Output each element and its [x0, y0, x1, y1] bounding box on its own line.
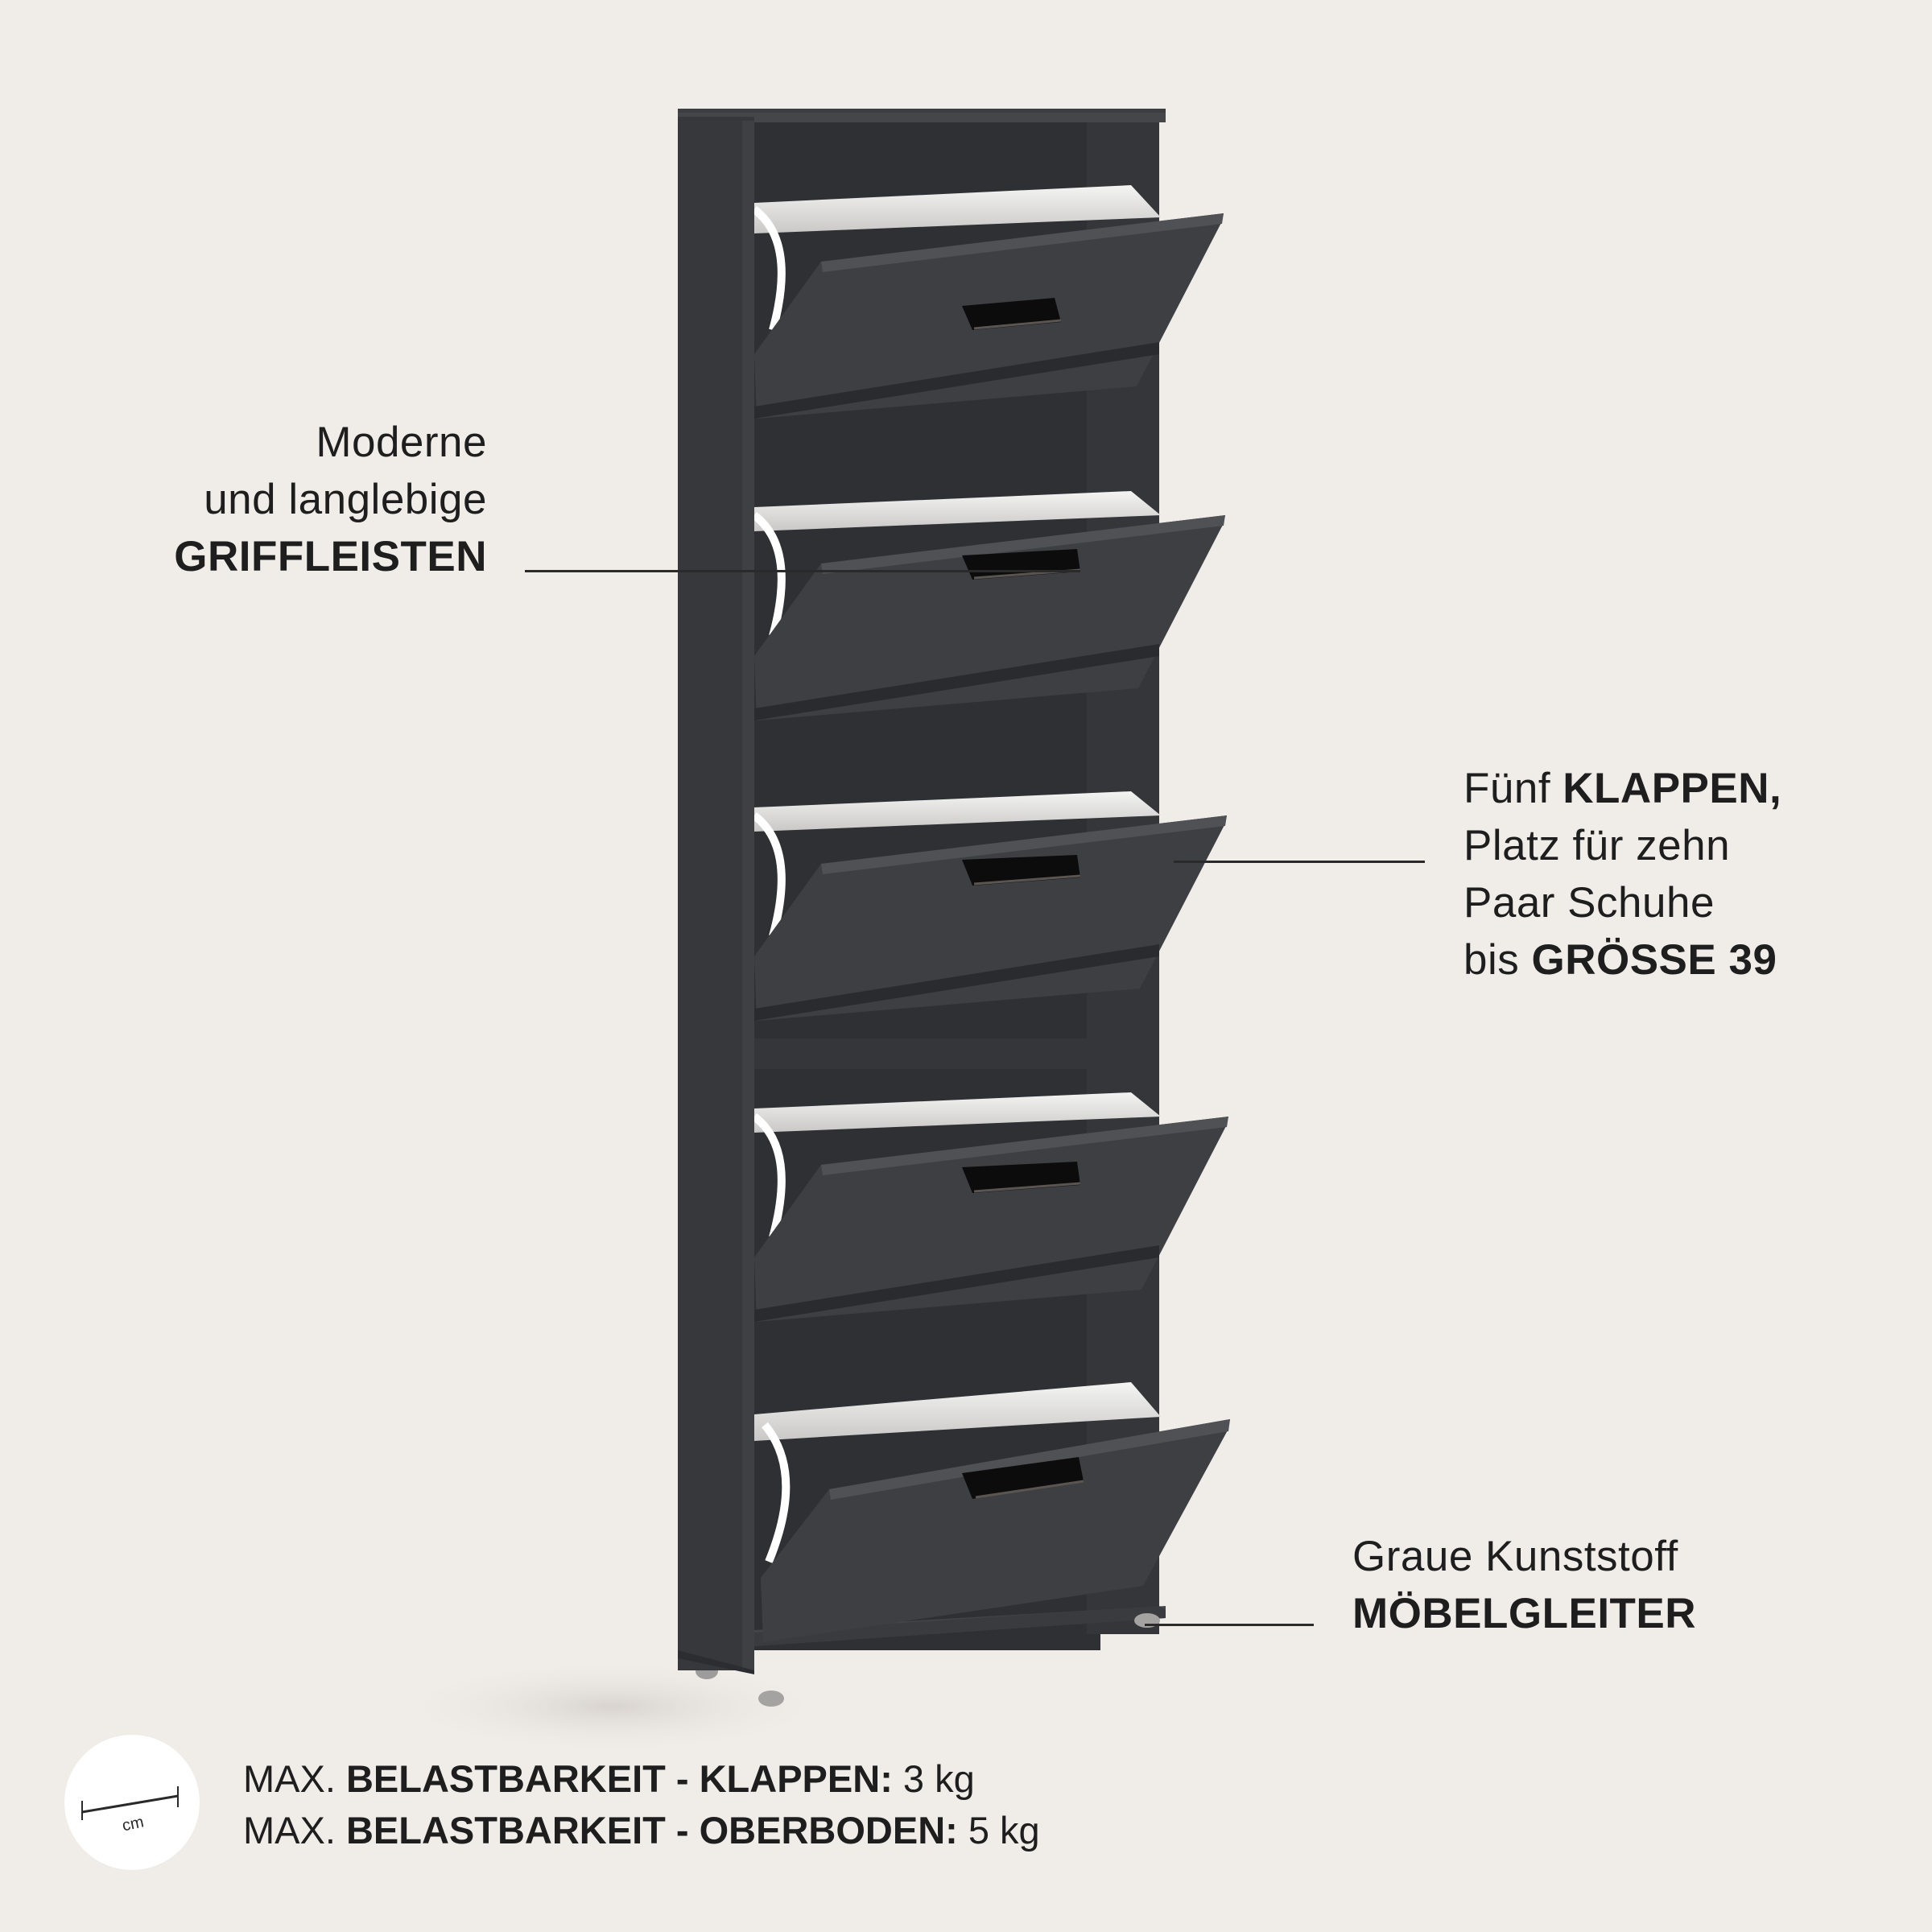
callout-handles-line1: Moderne: [316, 419, 487, 466]
handle-bar: [962, 1457, 1084, 1499]
left-side-panel: [678, 117, 754, 1670]
callout-gliders-leader-line: [1145, 1624, 1314, 1626]
glider-foot: [758, 1690, 784, 1707]
svg-text:cm: cm: [121, 1813, 146, 1835]
flap-2: [751, 491, 1225, 720]
measure-cm-icon: cm: [64, 1735, 200, 1870]
flap-5: [754, 1382, 1230, 1642]
callout-gliders: Graue Kunststoff MÖBELGLEITER: [1352, 1528, 1696, 1642]
flap-1: [751, 185, 1224, 419]
callout-handles-line2: und langlebige: [204, 476, 487, 523]
callout-flaps-line1-regular: Fünf: [1463, 765, 1563, 812]
callout-flaps-line3: Paar Schuhe: [1463, 879, 1715, 927]
spec-row-top-board: MAX. BELASTBARKEIT - OBERBODEN: 5 kg: [243, 1809, 1040, 1852]
floor-shadow: [386, 1658, 837, 1755]
callout-flaps-title: KLAPPEN,: [1563, 765, 1782, 812]
callout-flaps-line2: Platz für zehn: [1463, 822, 1731, 869]
spec-list: MAX. BELASTBARKEIT - KLAPPEN: 3 kg MAX. …: [243, 1753, 1040, 1856]
flap-3: [751, 791, 1227, 1021]
spec-row-flaps: MAX. BELASTBARKEIT - KLAPPEN: 3 kg: [243, 1757, 975, 1800]
flap-4: [751, 1092, 1228, 1322]
callout-handles: Moderne und langlebige GRIFFLEISTEN: [174, 414, 487, 585]
callout-handles-title: GRIFFLEISTEN: [174, 533, 487, 580]
callout-flaps-size: GRÖSSE 39: [1531, 936, 1777, 984]
callout-gliders-title: MÖBELGLEITER: [1352, 1590, 1697, 1637]
callout-flaps: Fünf KLAPPEN, Platz für zehn Paar Schuhe…: [1463, 760, 1781, 989]
callout-flaps-line4-regular: bis: [1463, 936, 1532, 984]
callout-flaps-leader-line: [1174, 861, 1425, 863]
callout-gliders-line1: Graue Kunststoff: [1352, 1533, 1678, 1580]
callout-handles-leader-line: [525, 570, 1080, 572]
